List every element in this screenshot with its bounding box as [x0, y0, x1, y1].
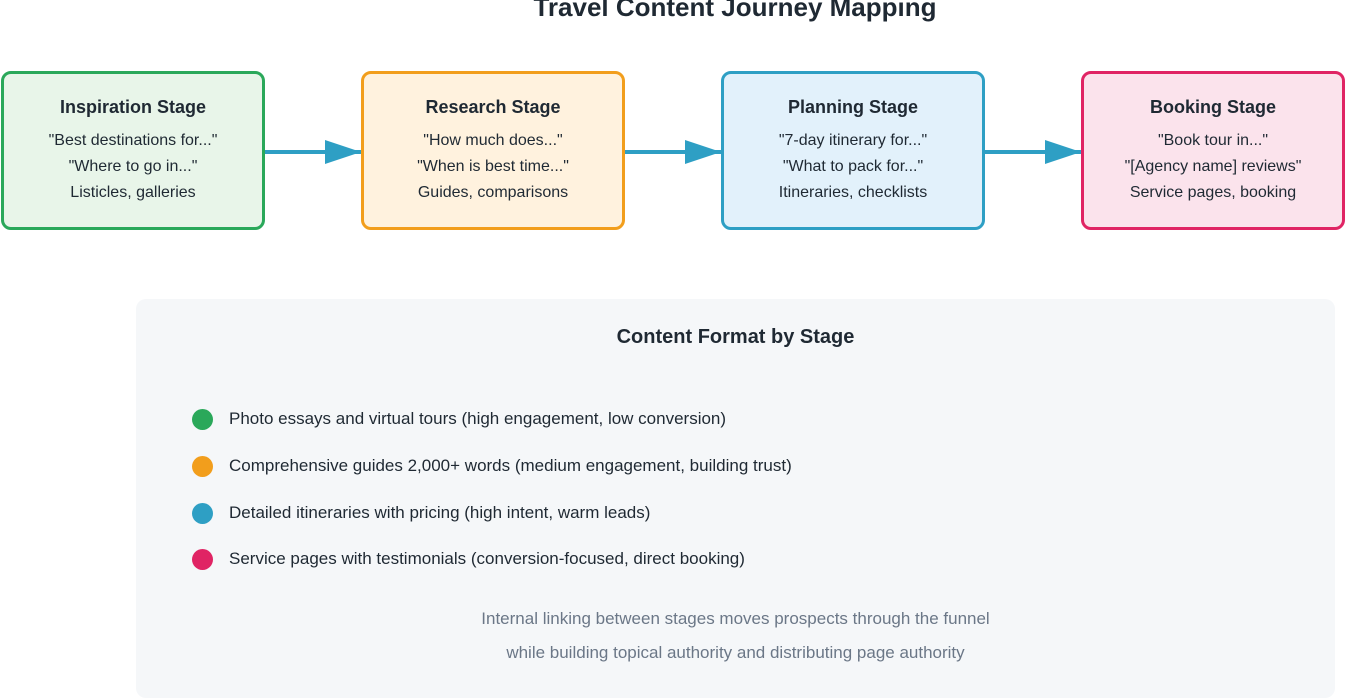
stage-box-inspiration: Inspiration Stage "Best destinations for…: [1, 71, 265, 230]
stage-query-1: "How much does...": [423, 132, 563, 149]
blue-dot-icon: [192, 502, 213, 524]
stage-content-types: Itineraries, checklists: [778, 184, 928, 201]
stage-box-planning: Planning Stage "7-day itinerary for..." …: [721, 71, 985, 230]
panel-title: Content Format by Stage: [616, 326, 855, 348]
format-item-booking: Service pages with testimonials (convers…: [192, 547, 745, 571]
format-item-text: Detailed itineraries with pricing (high …: [229, 503, 651, 522]
stage-query-1: "7-day itinerary for...": [778, 132, 928, 149]
stage-content-types: Listicles, galleries: [70, 184, 196, 201]
orange-dot-icon: [192, 455, 213, 477]
footnote-line-2: while building topical authority and dis…: [506, 643, 965, 662]
stage-query-2: "When is best time...": [417, 158, 569, 175]
stage-title: Inspiration Stage: [59, 97, 207, 117]
format-item-research: Comprehensive guides 2,000+ words (mediu…: [192, 454, 792, 478]
pink-dot-icon: [192, 548, 213, 570]
format-item-text: Photo essays and virtual tours (high eng…: [229, 409, 727, 428]
format-item-text: Comprehensive guides 2,000+ words (mediu…: [229, 456, 792, 475]
stage-title: Research Stage: [425, 97, 561, 117]
green-dot-icon: [192, 408, 213, 430]
stage-box-booking: Booking Stage "Book tour in..." "[Agency…: [1081, 71, 1345, 230]
format-item-inspiration: Photo essays and virtual tours (high eng…: [192, 407, 726, 431]
stage-title: Booking Stage: [1149, 97, 1276, 117]
format-item-planning: Detailed itineraries with pricing (high …: [192, 501, 650, 525]
stage-query-1: "Best destinations for...": [48, 132, 218, 149]
diagram-title: Travel Content Journey Mapping: [533, 0, 937, 22]
footnote-line-1: Internal linking between stages moves pr…: [481, 609, 990, 628]
format-item-text: Service pages with testimonials (convers…: [229, 549, 745, 568]
stage-query-2: "[Agency name] reviews": [1124, 158, 1302, 175]
stage-content-types: Guides, comparisons: [417, 184, 569, 201]
stage-box-research: Research Stage "How much does..." "When …: [361, 71, 625, 230]
stage-query-2: "What to pack for...": [782, 158, 924, 175]
stage-query-1: "Book tour in...": [1157, 132, 1269, 149]
stage-content-types: Service pages, booking: [1129, 184, 1297, 201]
content-format-panel: Content Format by Stage Photo essays and…: [136, 299, 1335, 698]
stage-title: Planning Stage: [787, 97, 919, 117]
stage-query-2: "Where to go in...": [68, 158, 198, 175]
